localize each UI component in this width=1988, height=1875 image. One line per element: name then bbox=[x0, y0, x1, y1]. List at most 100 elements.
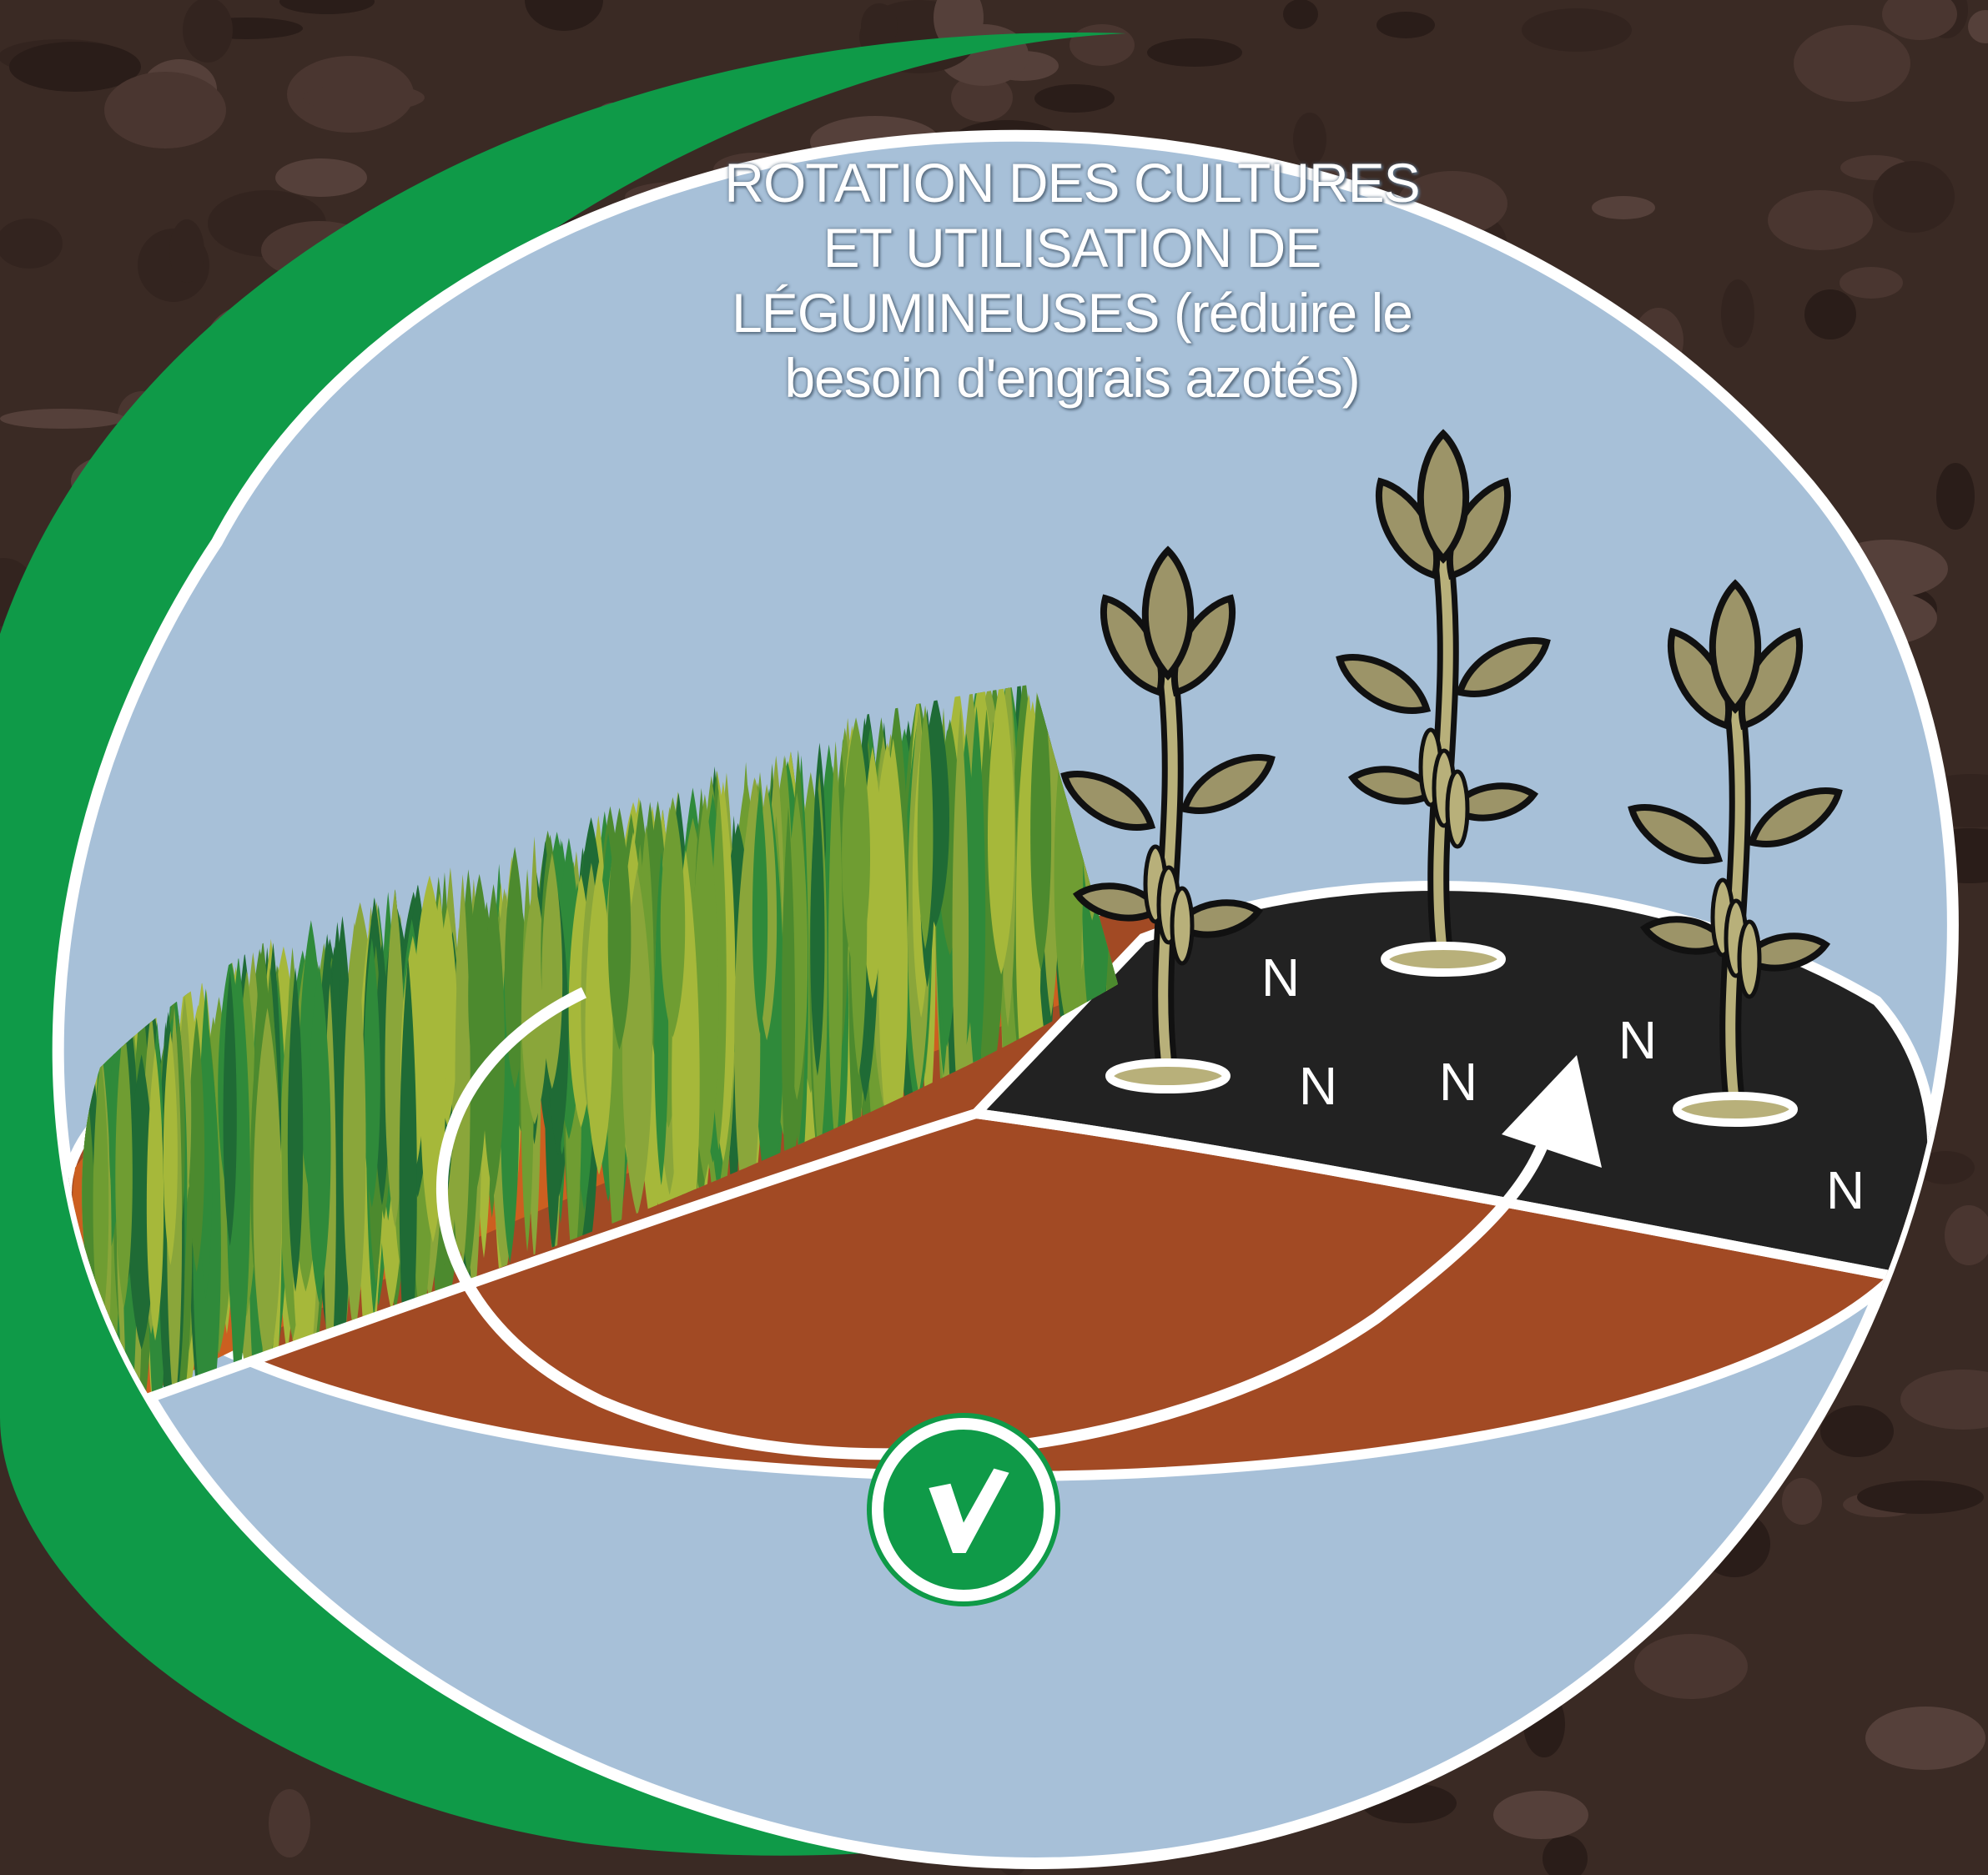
soil-clump bbox=[169, 219, 204, 283]
wheat-blade bbox=[146, 1048, 164, 1341]
wheat-blade bbox=[253, 1008, 282, 1372]
checkmark-icon bbox=[929, 1468, 1009, 1553]
legume-root bbox=[1381, 942, 1506, 977]
soil-clump bbox=[1804, 289, 1856, 339]
soil-clump bbox=[269, 1789, 310, 1857]
soil-clump bbox=[1522, 8, 1632, 52]
legume-leaf bbox=[1180, 754, 1276, 814]
wheat-blade bbox=[189, 1017, 205, 1273]
soil-clump bbox=[1945, 1205, 1988, 1265]
legume-pod bbox=[1170, 886, 1195, 966]
wheat-blade bbox=[828, 741, 843, 1149]
wheat-blade bbox=[952, 707, 969, 1129]
soil-clump bbox=[1794, 25, 1910, 102]
soil-clump bbox=[1968, 10, 1988, 43]
wheat-blade bbox=[842, 717, 871, 977]
soil-clump bbox=[1900, 1370, 1988, 1430]
wheat-blade bbox=[363, 938, 380, 1208]
soil-clump bbox=[1782, 1478, 1822, 1525]
legume-leaf bbox=[1336, 654, 1432, 714]
soil-clump bbox=[0, 219, 63, 269]
soil-clump bbox=[9, 42, 141, 92]
wheat-blade bbox=[987, 684, 1015, 975]
legume-leaf bbox=[1417, 429, 1470, 564]
nitrogen-marker: N bbox=[1438, 1052, 1478, 1112]
legume-leaf bbox=[1060, 771, 1156, 831]
wheat-blade bbox=[541, 852, 563, 1089]
soil-clump bbox=[1377, 12, 1435, 38]
legume-root bbox=[1673, 1092, 1798, 1127]
caption-line-3: LÉGUMINEUSES (réduire le bbox=[732, 282, 1413, 344]
rotation-arrowhead bbox=[1502, 1055, 1602, 1168]
soil-clump bbox=[303, 83, 425, 112]
soil-clump bbox=[1293, 113, 1326, 166]
wheat-blade bbox=[917, 705, 934, 949]
soil-clump bbox=[1857, 1480, 1984, 1514]
wheat-blade bbox=[482, 883, 506, 1197]
plot-divider-line bbox=[114, 1108, 1895, 1415]
caption-line-1: ROTATION DES CULTURES bbox=[724, 152, 1420, 214]
legume-leaf bbox=[1709, 579, 1762, 714]
legume-pod bbox=[1445, 769, 1470, 849]
wheat-blade bbox=[585, 861, 613, 1175]
legume-plant bbox=[1060, 545, 1276, 1093]
wheat-crop bbox=[82, 684, 1119, 1410]
legume-leaf bbox=[1628, 804, 1724, 864]
wheat-blade bbox=[343, 922, 366, 1337]
wheat-blade bbox=[399, 958, 417, 1382]
caption: ROTATION DES CULTURES ET UTILISATION DE … bbox=[501, 150, 1643, 410]
nitrogen-marker: N bbox=[1618, 1010, 1658, 1070]
soil-clump bbox=[1493, 1791, 1588, 1839]
soil-clump bbox=[183, 0, 233, 63]
legume-leaf bbox=[1747, 787, 1843, 847]
caption-line-2: ET UTILISATION DE bbox=[823, 217, 1322, 279]
soil-clump bbox=[1034, 84, 1115, 113]
wheat-blade bbox=[115, 1023, 133, 1309]
soil-clump bbox=[275, 158, 367, 197]
wheat-blade bbox=[873, 742, 902, 1009]
soil-clump bbox=[1543, 1835, 1588, 1875]
soil-clump bbox=[1069, 24, 1135, 66]
legume-leaf bbox=[1072, 882, 1165, 922]
wheat-blade bbox=[287, 967, 304, 1292]
wheat-blade bbox=[307, 964, 331, 1303]
legume-leaf bbox=[1141, 545, 1195, 681]
wheat-blade bbox=[1030, 684, 1052, 972]
soil-clump bbox=[1283, 0, 1318, 29]
soil-clump bbox=[1882, 0, 1957, 40]
rotation-arrow bbox=[435, 987, 1558, 1460]
wheat-blade bbox=[223, 971, 237, 1247]
wheat-blade bbox=[163, 1030, 178, 1265]
soil-clump bbox=[1916, 1151, 1975, 1184]
legume-plant bbox=[1336, 429, 1551, 977]
legume-leaf bbox=[1455, 637, 1551, 697]
wheat-blade bbox=[607, 807, 632, 1050]
badge bbox=[872, 1418, 1055, 1601]
wheat-blade bbox=[660, 797, 686, 1038]
nitrogen-marker: N bbox=[1298, 1056, 1338, 1116]
legume-leaf bbox=[1347, 766, 1440, 805]
wheat-blade bbox=[128, 1054, 155, 1350]
wheat-blade bbox=[781, 807, 796, 1204]
wheat-blade bbox=[810, 784, 825, 1076]
soil-clump bbox=[1147, 38, 1242, 67]
soil-clump bbox=[1936, 463, 1975, 530]
wheat-blade bbox=[455, 874, 471, 1269]
soil-clump bbox=[1820, 1405, 1894, 1457]
soil-clump bbox=[1840, 267, 1903, 299]
wheat-blade bbox=[967, 706, 986, 1092]
soil-clump bbox=[1865, 1707, 1985, 1770]
soil-clump bbox=[1634, 1634, 1748, 1699]
soil-clump bbox=[861, 3, 898, 48]
wheat-blade bbox=[431, 892, 447, 1124]
soil-clump bbox=[1768, 190, 1873, 250]
soil-clump bbox=[525, 0, 603, 31]
soil-clump bbox=[104, 72, 226, 148]
legume-root bbox=[1105, 1058, 1231, 1093]
legume-leaf bbox=[1739, 932, 1831, 972]
legume-leaf bbox=[1171, 899, 1264, 938]
nitrogen-marker: N bbox=[1825, 1160, 1865, 1220]
soil-clump bbox=[279, 0, 375, 14]
